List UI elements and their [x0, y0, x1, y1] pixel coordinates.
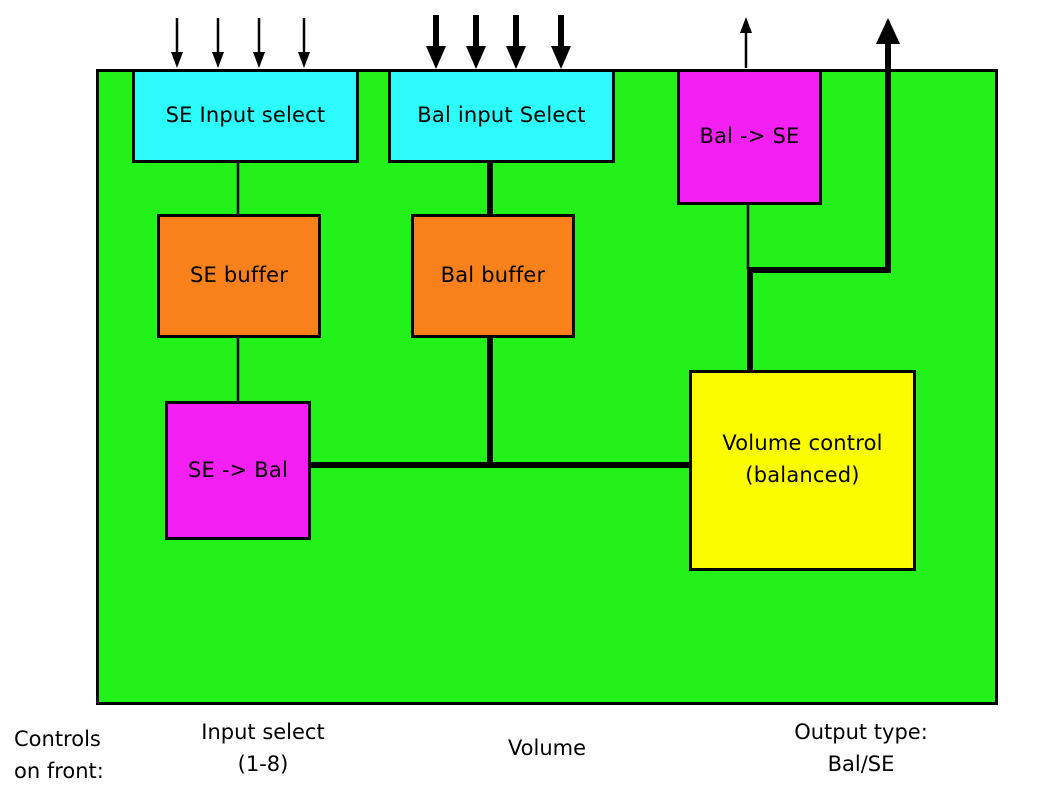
se-output-arrow: [740, 17, 752, 68]
se-to-bal-block: SE -> Bal: [165, 401, 311, 540]
volume-control-block: Volume control (balanced): [689, 370, 916, 571]
bal-buffer-block: Bal buffer: [411, 214, 575, 338]
bal-to-se-block: Bal -> SE: [677, 69, 822, 205]
output-type-control-label: Output type: Bal/SE: [794, 720, 928, 776]
bal-output-arrow: [876, 18, 900, 272]
volume-control-label: Volume: [507, 736, 587, 760]
bal-input-select-block: Bal input Select: [388, 69, 615, 163]
se-buffer-block: SE buffer: [157, 214, 321, 338]
bal-input-arrows: [426, 15, 571, 69]
input-select-control-label: Input select (1-8): [201, 720, 325, 776]
se-input-arrows: [171, 18, 310, 68]
controls-heading: Controls on front:: [14, 727, 104, 783]
se-input-select-block: SE Input select: [132, 69, 359, 163]
internal-wiring: [236, 162, 891, 468]
